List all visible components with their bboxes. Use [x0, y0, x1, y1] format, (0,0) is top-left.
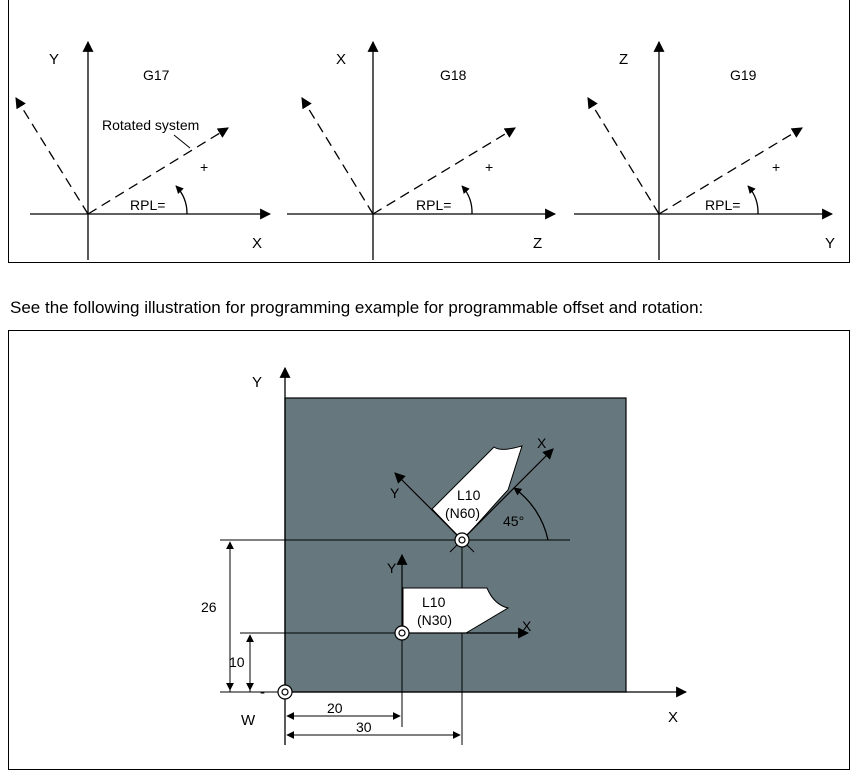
rotated-x-axis-dashed	[87, 127, 229, 215]
origin-sign-label: -	[260, 684, 265, 701]
rotated-system-label: Rotated system	[102, 117, 199, 133]
vertical-axis-label: Z	[619, 51, 628, 68]
rotated-x-label: X	[537, 435, 547, 451]
shifted-y-label: Y	[387, 560, 397, 576]
workpiece-origin-marker-inner	[281, 688, 289, 696]
rpl-label: RPL=	[130, 197, 165, 213]
rotated-y-axis-dashed	[301, 97, 374, 215]
horizontal-axis-label: Z	[533, 235, 542, 252]
part-n30-contour	[402, 587, 510, 634]
rotation-angle-arc	[461, 185, 473, 215]
rotation-angle-arc	[175, 185, 188, 215]
angle-45-label: 45°	[503, 513, 524, 529]
workpiece	[284, 397, 627, 693]
rotated-system-leader	[173, 134, 191, 149]
rotated-y-axis-dashed	[587, 97, 660, 215]
vertical-axis-label: Y	[49, 51, 59, 68]
plus-sign: +	[485, 159, 493, 175]
rotated-x-axis	[461, 448, 554, 541]
plus-sign: +	[772, 159, 780, 175]
plane-g18: X Z G18 + RPL=	[287, 40, 557, 260]
rotated-y-axis-dashed	[15, 97, 89, 215]
rotated-x-axis-dashed	[658, 127, 803, 215]
workpiece-origin-marker	[277, 684, 293, 700]
vertical-axis-label: X	[336, 51, 346, 68]
part-n30-name: L10	[422, 594, 446, 610]
plane-code-label: G19	[730, 67, 757, 83]
part-n60-name: L10	[457, 487, 481, 503]
rotation-angle-arc	[747, 185, 759, 215]
plane-code-label: G18	[440, 67, 467, 83]
dimension-10-label: 10	[229, 654, 245, 670]
horizontal-axis-label: X	[252, 235, 262, 252]
main-y-label: Y	[252, 374, 262, 391]
illustration-caption: See the following illustration for progr…	[10, 298, 704, 317]
horizontal-axis-label: Y	[825, 235, 835, 252]
part-n60-block: (N60)	[445, 505, 480, 521]
dimension-30-label: 30	[356, 719, 372, 735]
plane-diagram-frame	[8, 0, 850, 263]
offset-rotation-example: Y X W - Y X L10 (N30) Y X L10 (N60) 45° …	[201, 366, 688, 745]
dimension-26-label: 26	[201, 599, 217, 615]
plus-sign: +	[200, 159, 208, 175]
plane-code-label: G17	[143, 67, 170, 83]
rotated-origin-marker-inner	[458, 536, 466, 544]
plane-g17: Y X G17 Rotated system + RPL=	[15, 40, 272, 260]
rotated-y-label: Y	[390, 485, 400, 501]
dimension-20-label: 20	[327, 700, 343, 716]
rotated-x-axis-dashed	[372, 127, 516, 215]
rotated-origin-marker	[454, 532, 470, 548]
angle-arc-45	[513, 487, 549, 541]
origin-w-label: W	[241, 712, 256, 729]
plane-g19: Z Y G19 + RPL=	[574, 40, 835, 260]
part-n30-block: (N30)	[417, 612, 452, 628]
shifted-origin-marker-inner	[398, 629, 406, 637]
rpl-label: RPL=	[416, 197, 451, 213]
shifted-x-label: X	[522, 618, 532, 634]
main-x-label: X	[668, 709, 678, 726]
rpl-label: RPL=	[705, 197, 740, 213]
shifted-origin-marker	[394, 625, 410, 641]
